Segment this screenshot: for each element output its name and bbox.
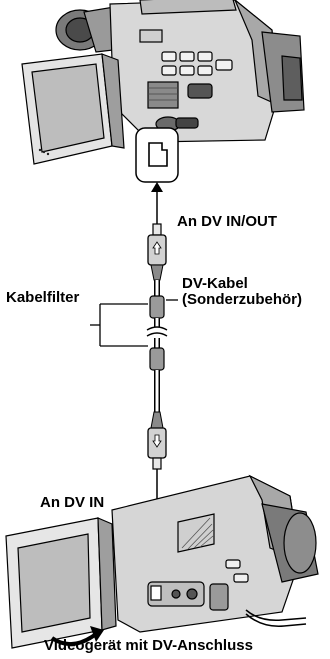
label-dv-kabel-line1: DV-Kabel: [182, 276, 302, 292]
label-an-dv-in-out: An DV IN/OUT: [177, 214, 277, 230]
dv-port-icon: [136, 128, 178, 182]
kabelfilter-bracket: [90, 304, 148, 346]
up-connection-arrow: [151, 182, 163, 224]
label-videogeraet: Videogerät mit DV-Anschluss: [44, 638, 253, 654]
label-dv-kabel-line2: (Sonderzubehör): [182, 292, 302, 308]
label-kabelfilter: Kabelfilter: [6, 290, 79, 306]
label-an-dv-in: An DV IN: [40, 495, 104, 511]
label-dv-kabel: DV-Kabel (Sonderzubehör): [182, 276, 302, 308]
